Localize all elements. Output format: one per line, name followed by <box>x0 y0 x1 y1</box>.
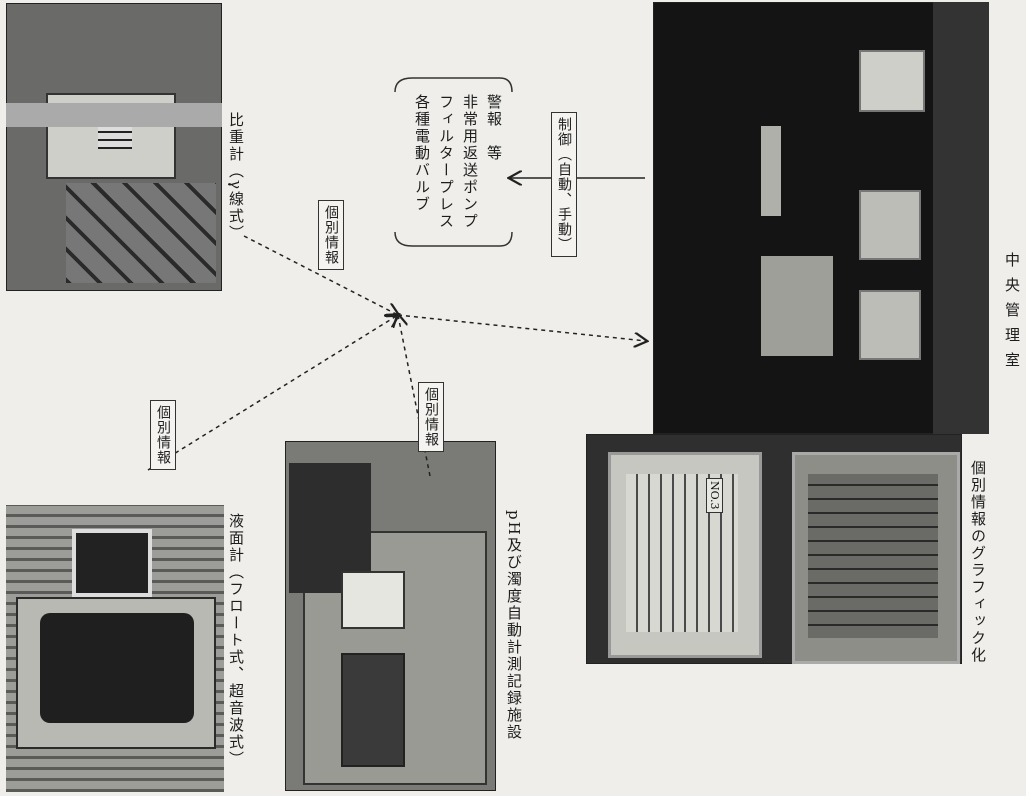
control-target-item: フィルタープレス <box>436 94 457 230</box>
kobetsu-tag-top: 個別情報 <box>318 200 344 270</box>
control-target-item: 警報 等 <box>484 94 505 162</box>
control-targets-list: 各種電動バルブ フィルタープレス 非常用返送ポンプ 警報 等 <box>412 86 502 236</box>
seigyo-tag: 制御（自動、手動） <box>551 112 577 257</box>
arrow-from-ekimenkei <box>148 315 398 470</box>
kobetsu-tag-mid: 個別情報 <box>418 382 444 452</box>
arrow-to-chuo-kanrishitsu <box>398 315 646 341</box>
kobetsu-tag-left: 個別情報 <box>150 400 176 470</box>
control-target-item: 各種電動バルブ <box>412 94 433 213</box>
control-target-item: 非常用返送ポンプ <box>460 94 481 230</box>
